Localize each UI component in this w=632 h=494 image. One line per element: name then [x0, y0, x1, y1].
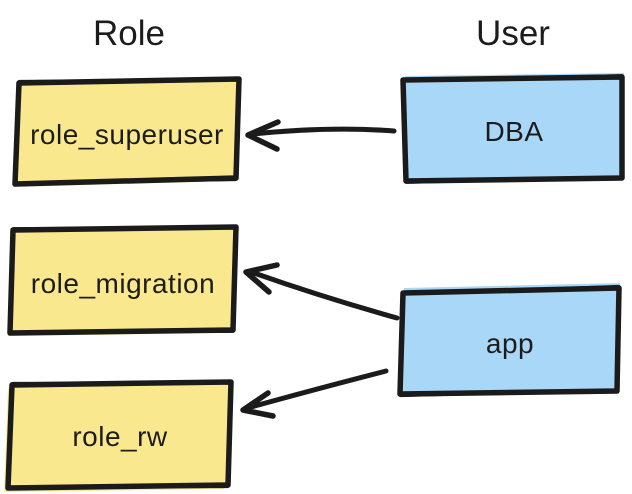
- arrow-head: [243, 262, 280, 295]
- node-role-superuser-box: [12, 76, 242, 187]
- arrow-head: [245, 119, 281, 152]
- node-role-migration-box: [7, 224, 239, 336]
- node-app: app: [397, 283, 622, 398]
- node-role-superuser-label: role_superuser: [30, 119, 224, 150]
- arrow-shaft: [251, 270, 400, 321]
- node-role-superuser: role_superuser: [12, 76, 242, 187]
- node-dba-label: DBA: [484, 116, 543, 147]
- node-role-rw-label: role_rw: [72, 421, 168, 452]
- arrow-shaft: [248, 368, 389, 410]
- column-title-role: Role: [93, 14, 165, 53]
- node-app-box: [397, 285, 622, 397]
- node-role-migration: role_migration: [7, 224, 239, 336]
- column-title-user: User: [476, 14, 550, 53]
- node-dba: DBA: [400, 73, 625, 184]
- node-role-rw-box: [5, 379, 234, 491]
- arrow-head: [240, 390, 276, 419]
- node-app-label: app: [486, 328, 534, 359]
- node-role-rw: role_rw: [4, 379, 234, 492]
- edge-app-to-role-migration: [243, 262, 400, 321]
- arrow-shaft: [250, 126, 397, 137]
- node-dba-box: [400, 74, 625, 184]
- node-role-migration-label: role_migration: [31, 268, 215, 299]
- edge-dba-to-role-superuser: [245, 119, 397, 152]
- edge-app-to-role-rw: [240, 368, 389, 419]
